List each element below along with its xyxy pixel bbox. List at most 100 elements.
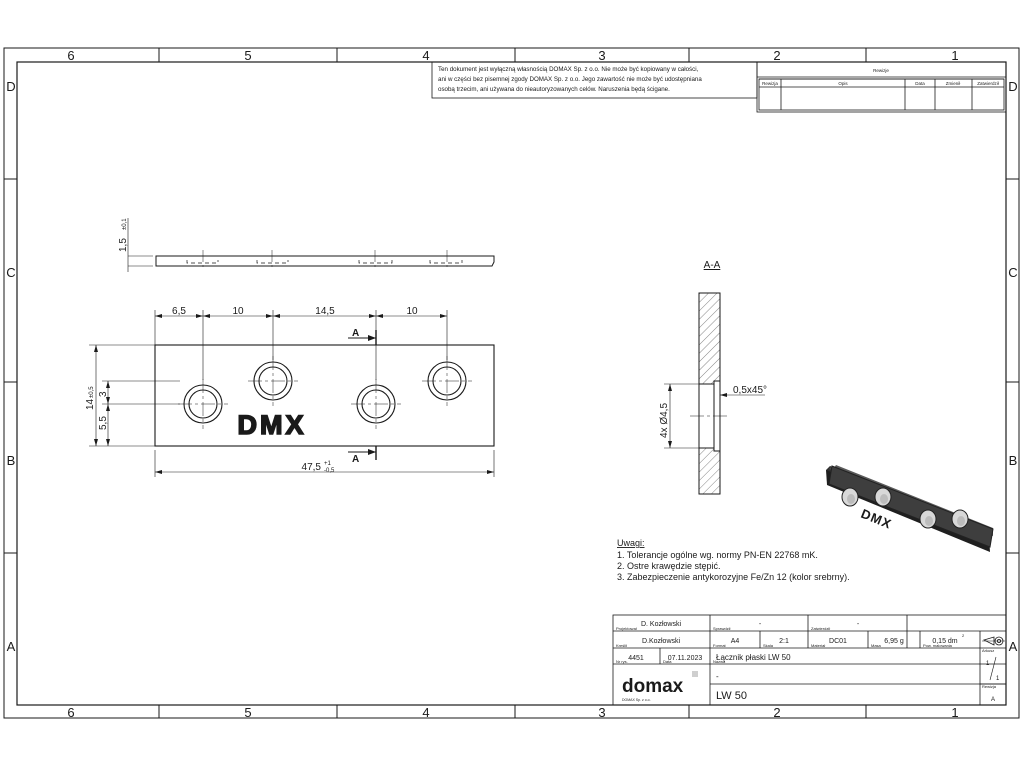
label-material: Materiał <box>811 643 825 648</box>
col-label-bottom: 4 <box>422 705 429 720</box>
approved-value: - <box>857 621 860 628</box>
revisions-col: Opis <box>838 81 848 86</box>
label-designer: Projektował <box>616 626 637 631</box>
dim-pitch-2: 14,5 <box>315 306 335 317</box>
col-label-bottom: 1 <box>951 705 958 720</box>
section-mark-bottom: A <box>352 454 359 465</box>
revisions-col: Zmienił <box>946 81 961 86</box>
company-logo: domax <box>622 676 684 697</box>
label-drawer: Kreślił <box>616 643 627 648</box>
drawer-name: D.Kozłowski <box>642 638 681 645</box>
row-label-left: B <box>7 453 16 468</box>
section-labels: A-A 4x Ø4,5 0,5x45° <box>659 260 767 438</box>
col-label-bottom: 3 <box>598 705 605 720</box>
note-item: 3. Zabezpieczenie antykorozyjne Fe/Zn 12… <box>617 572 850 582</box>
row-label-right: C <box>1008 265 1017 280</box>
notes-section: Uwagi: 1. Tolerancje ogólne wg. normy PN… <box>617 538 850 582</box>
label-format: Format <box>713 643 727 648</box>
label-date: Data <box>663 659 672 664</box>
section-view <box>690 292 730 495</box>
label-scale: Skala <box>763 643 774 648</box>
note-item: 2. Ostre krawędzie stępić. <box>617 561 721 571</box>
title-block-values: D. Kozłowski D.Kozłowski - - A4 2:1 DC01… <box>622 621 1000 703</box>
row-label-left: D <box>6 79 15 94</box>
row-label-left: A <box>7 639 16 654</box>
logo-square <box>692 671 698 677</box>
notice-line: Ten dokument jest wyłączną własnością DO… <box>438 66 699 73</box>
ownership-notice: Ten dokument jest wyłączną własnością DO… <box>431 61 758 99</box>
front-view-dim-labels: 6,5 10 14,5 10 14 ±0,5 3 5,5 47,5 +1 -0,… <box>85 306 418 474</box>
drawing-number: 4451 <box>628 655 644 662</box>
row-label-right: D <box>1008 79 1017 94</box>
row-label-right: A <box>1009 639 1018 654</box>
frame-labels: 6 5 4 3 2 1 6 5 4 3 2 1 D C B A D C B A <box>6 48 1017 720</box>
dim-chamfer: 0,5x45° <box>733 385 767 396</box>
label-approved: Zatwierdził <box>811 626 830 631</box>
dmx-logo-engraving: DMX <box>238 410 307 440</box>
projection-symbol-icon <box>982 636 1005 646</box>
part-name: Łącznik płaski LW 50 <box>716 653 791 662</box>
section-dim-arrows <box>668 384 727 448</box>
label-surface: Pow. malowania <box>923 643 953 648</box>
dim-length-tol-up: +1 <box>324 461 332 467</box>
thickness-dimension: 1,5 ±0,1 <box>118 218 129 252</box>
sheet-total: 1 <box>996 676 1000 682</box>
dim-thickness-tol: ±0,1 <box>122 218 128 230</box>
company-subtitle: DOMAX Sp. z o.o. <box>622 698 651 702</box>
revisions-table <box>756 61 1007 113</box>
label-revision: Rewizja <box>982 684 997 689</box>
top-view <box>127 218 495 272</box>
col-label-top: 4 <box>422 48 429 63</box>
revisions-col: Zatwierdził <box>977 81 999 86</box>
note-item: 1. Tolerancje ogólne wg. normy PN-EN 227… <box>617 550 818 560</box>
col-label-top: 3 <box>598 48 605 63</box>
row-label-left: C <box>6 265 15 280</box>
surface-value: 0,15 dm <box>932 638 957 645</box>
dim-length: 47,5 <box>302 462 322 473</box>
drawing-date: 07.11.2023 <box>668 655 703 662</box>
dim-pitch-3: 10 <box>406 306 418 317</box>
designer-name: D. Kozłowski <box>641 621 682 628</box>
col-label-top: 1 <box>951 48 958 63</box>
dim-height: 14 <box>85 398 96 410</box>
notice-line: osobą trzecim, ani używana do nieautoryz… <box>438 86 670 93</box>
sheet-frame <box>3 47 1020 719</box>
row-label-right: B <box>1009 453 1018 468</box>
notes-title: Uwagi: <box>617 538 645 548</box>
revision-value: A <box>991 697 995 703</box>
dim-hole-row: 5,5 <box>98 416 109 430</box>
dim-hole-offset: 3 <box>98 391 109 397</box>
mass-value: 6,95 g <box>884 638 904 645</box>
col-label-bottom: 5 <box>244 705 251 720</box>
sheet-number: 1 <box>986 661 990 667</box>
notice-line: ani w części bez pisemnej zgody DOMAX Sp… <box>438 76 702 83</box>
revisions-header: Rewizje <box>873 68 889 73</box>
format-value: A4 <box>731 638 740 645</box>
label-sheet: Arkusz <box>982 648 994 653</box>
section-view-dimensions <box>664 383 765 449</box>
col-label-top: 2 <box>773 48 780 63</box>
label-name: Nazwa <box>713 659 726 664</box>
col-label-top: 6 <box>67 48 74 63</box>
dim-pitch-1: 10 <box>232 306 244 317</box>
dim-hole-diameter: 4x Ø4,5 <box>659 403 670 438</box>
label-checked: Sprawdził <box>713 626 730 631</box>
dim-height-tol: ±0,5 <box>89 386 95 398</box>
section-title: A-A <box>704 260 721 271</box>
revisions-col: Data <box>915 81 925 86</box>
revisions-col: Rewizja <box>762 81 778 86</box>
title-block-labels: Projektował Kreślił Sprawdził Zatwierdzi… <box>616 626 997 689</box>
label-mass: Masa <box>871 643 882 648</box>
part-subtitle: - <box>716 672 719 681</box>
label-drawing-no: Nr rys. <box>616 659 628 664</box>
material-value: DC01 <box>829 638 847 645</box>
surface-exponent: 2 <box>962 633 965 638</box>
scale-value: 2:1 <box>779 638 789 645</box>
title-block <box>612 614 1007 706</box>
dim-thickness: 1,5 <box>118 238 129 252</box>
dim-offset-1: 6,5 <box>172 306 186 317</box>
checked-value: - <box>759 621 762 628</box>
front-view <box>154 344 495 447</box>
isometric-render <box>826 465 994 552</box>
